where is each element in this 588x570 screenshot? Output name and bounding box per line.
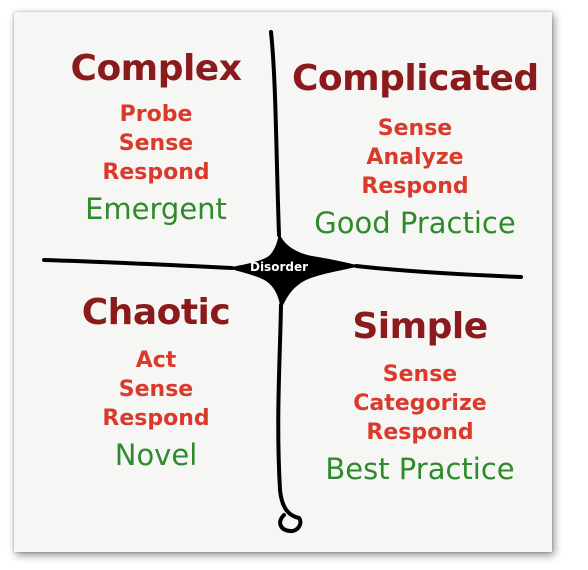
practice-chaotic: Novel — [114, 438, 198, 472]
boundary-top — [269, 30, 281, 237]
step-simple-1: Sense — [382, 362, 458, 387]
step-complex-3: Respond — [102, 160, 210, 185]
step-complicated-1: Sense — [377, 116, 453, 141]
step-complicated-2: Analyze — [366, 145, 464, 170]
domain-title-complex: Complex — [70, 48, 242, 89]
quadrant-complicated: Complicated Sense Analyze Respond Good P… — [292, 58, 539, 241]
domain-title-simple: Simple — [352, 306, 488, 347]
quadrant-chaotic: Chaotic Act Sense Respond Novel — [56, 292, 256, 473]
practice-complicated: Good Practice — [314, 206, 516, 240]
step-simple-2: Categorize — [353, 391, 487, 416]
quadrant-simple: Simple Sense Categorize Respond Best Pra… — [310, 306, 530, 487]
disorder-blob — [228, 232, 360, 310]
domain-title-chaotic: Chaotic — [81, 292, 231, 333]
boundary-bottom — [276, 303, 303, 534]
disorder-label: Disorder — [249, 260, 309, 274]
domain-title-complicated: Complicated — [292, 58, 539, 99]
step-complex-1: Probe — [119, 102, 193, 127]
practice-simple: Best Practice — [325, 452, 515, 486]
step-chaotic-2: Sense — [118, 377, 194, 402]
step-chaotic-1: Act — [135, 348, 177, 373]
boundary-right — [354, 264, 523, 279]
step-complicated-3: Respond — [361, 174, 469, 199]
step-complex-2: Sense — [118, 131, 194, 156]
practice-complex: Emergent — [85, 192, 227, 226]
step-chaotic-3: Respond — [102, 406, 210, 431]
quadrant-complex: Complex Probe Sense Respond Emergent — [56, 48, 256, 227]
step-simple-3: Respond — [366, 420, 474, 445]
boundary-left — [42, 258, 234, 270]
